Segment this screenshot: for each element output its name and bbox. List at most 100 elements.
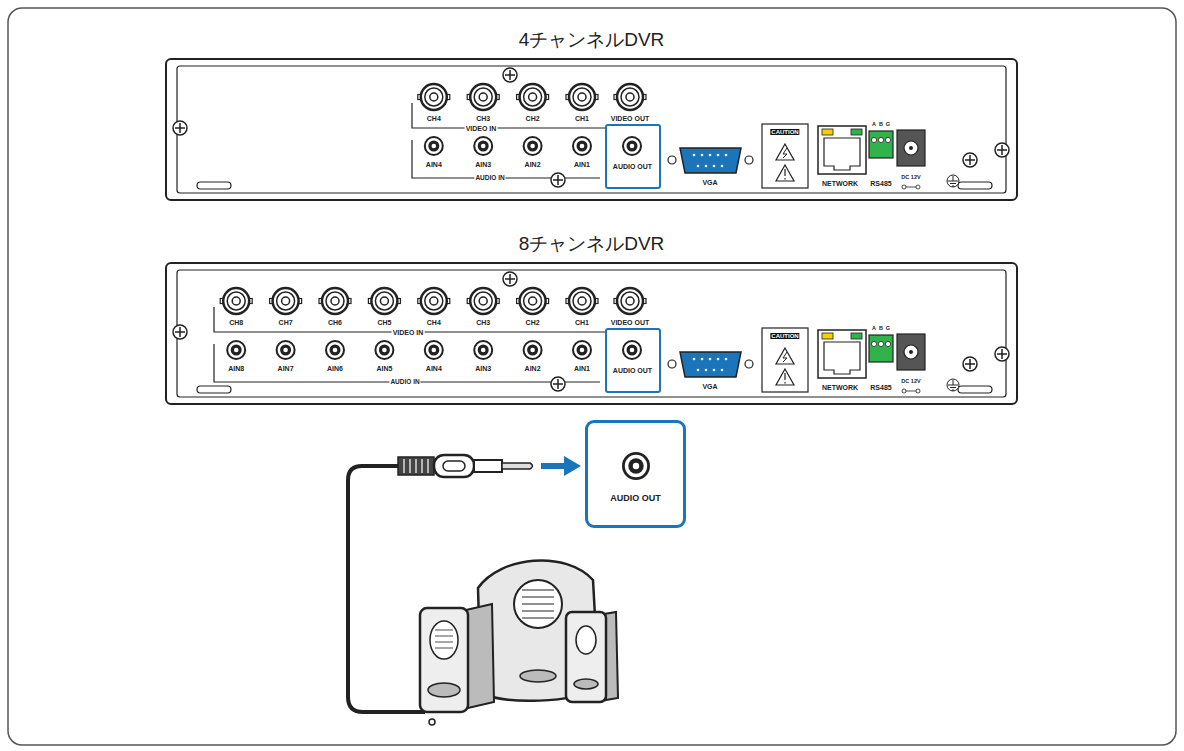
bnc-connector [270,288,302,314]
screw-head [551,377,565,391]
rca-jack [474,137,492,155]
screw-head [963,153,977,167]
terminal-screw [871,341,876,346]
audio-out-closeup: AUDIO OUT [585,420,686,528]
bnc-ring [617,84,643,110]
rs485-terminal [869,131,893,158]
screw-slot [175,123,185,133]
lightning-mark [783,148,787,158]
rca-jack [474,341,492,359]
part-label: A [871,122,877,128]
rca-hole [530,348,535,353]
part-label: CH1 [574,319,590,326]
plug-ridge [421,459,422,473]
rca-socket [478,141,489,152]
bnc-pin [479,297,487,305]
dc-jack-housing [897,334,925,370]
vga-pin [697,165,700,168]
warning-triangle [776,165,794,181]
part-label: CAUTION [770,129,799,135]
bnc-connector [614,288,646,314]
part-label: DC 12V [900,175,921,181]
ground-ring [947,379,959,391]
rca-socket [428,345,439,356]
bnc-pin [380,297,388,305]
bnc-connector [220,288,252,314]
part-label: VGA [701,383,718,390]
speaker-side [466,604,494,708]
rca-ring [425,341,443,359]
rj45-socket [824,138,860,170]
plug-ridge [415,459,416,473]
part-label: CH2 [525,115,541,122]
vga-pin [725,358,728,361]
plug-ridge [427,459,428,473]
rca-jack [524,341,542,359]
bnc-ring [617,288,643,314]
port-label: AUDIO OUT [613,367,652,374]
screw [173,325,187,339]
part-label: CH6 [327,319,343,326]
rca-hole [481,348,486,353]
rca-jack [425,341,443,359]
warning-triangle [776,348,794,364]
rca-ring [573,341,591,359]
bass-port [520,670,556,682]
subwoofer-grille [514,580,562,628]
rca-hole [234,348,239,353]
vent-slot [197,386,231,393]
rca-hole [580,348,585,353]
dc-pin [909,350,913,354]
plug-grip-inset [443,461,465,471]
woofer [428,683,460,697]
caution-plate [762,328,808,392]
ground-ring [947,175,959,187]
screw-slot [965,155,975,165]
bnc-inner [573,292,591,310]
audio-cable [348,466,425,712]
bnc-pin [626,93,634,101]
vga-pin [725,154,728,157]
rca-hole [630,348,635,353]
link-led [822,333,833,339]
screw-slot [997,349,1007,359]
terminal-screw [885,341,890,346]
dc-jack [904,141,918,155]
rca-jack [623,453,648,478]
part-label: VIDEO IN [465,125,498,132]
bnc-inner [227,292,245,310]
bnc-inner [474,292,492,310]
polarity-minus [902,185,906,189]
bnc-ring [421,84,447,110]
screw-slot [505,70,515,80]
part-label: CH3 [475,115,491,122]
bnc-connector [368,288,400,314]
grille-line [435,630,453,631]
vga-screw [668,156,676,164]
bnc-inner [326,292,344,310]
rca-hole [630,144,635,149]
screw-head [963,357,977,371]
rca-jack [375,341,393,359]
plug-strain-relief [398,457,434,475]
dc-jack [904,345,918,359]
part-label: NETWORK [821,180,859,187]
bnc-inner [425,292,443,310]
part-label: RS485 [869,180,892,187]
bnc-ring [421,288,447,314]
activity-led [851,333,862,339]
rca-ring [326,341,344,359]
vent-slot [197,182,231,189]
part-label: AIN1 [573,161,591,168]
vga-screw [745,156,753,164]
part-label: B [878,326,884,332]
bnc-inner [621,292,639,310]
vga-pin [721,165,724,168]
bnc-pin [331,297,339,305]
panel-inner-edge [177,66,1006,193]
rca-socket [627,345,638,356]
part-label: CH5 [376,319,392,326]
plug-ridge [403,459,404,473]
part-label: AUDIO IN [474,175,505,182]
